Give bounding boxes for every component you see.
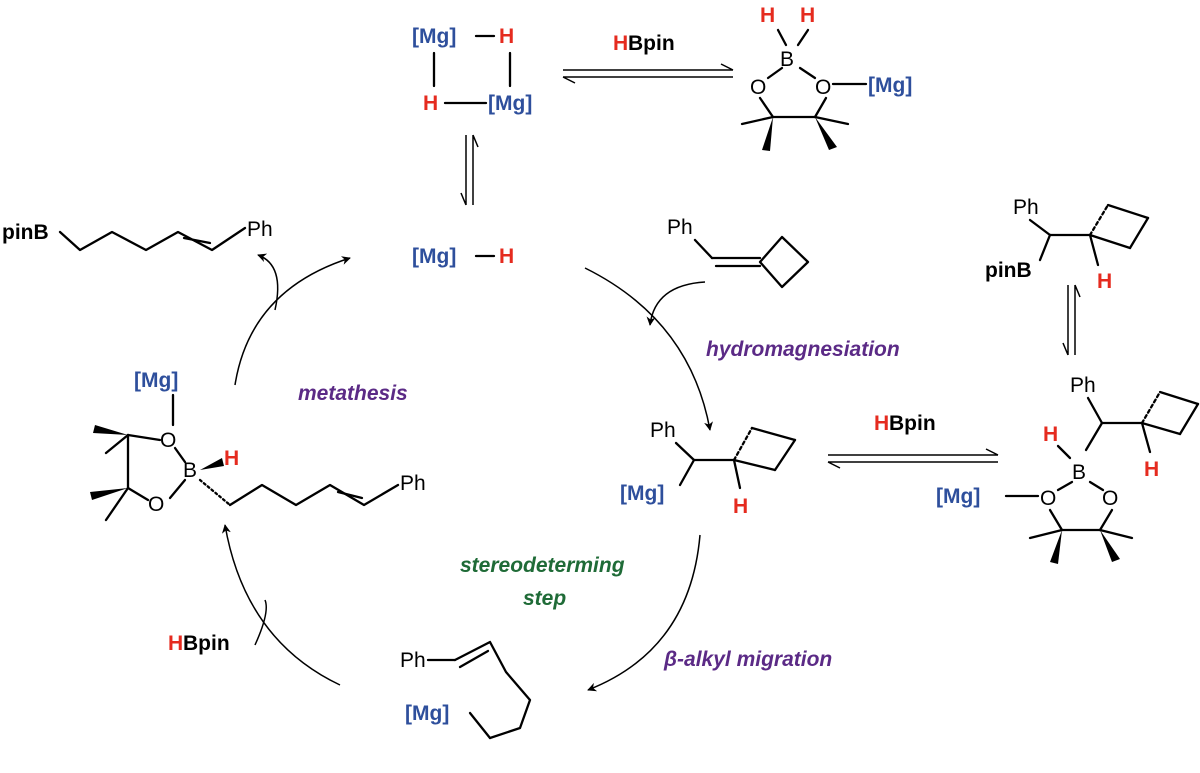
arrow-beta-alkyl bbox=[587, 534, 701, 692]
alkyl-borate-complex: Ph H H B O O [Mg] bbox=[936, 374, 1200, 564]
alkylmagnesium-intermediate: Ph [Mg] H bbox=[620, 419, 797, 518]
offcycle-pinb: pinB bbox=[985, 259, 1032, 282]
arrow-substrate-entry bbox=[646, 281, 706, 326]
catalyst-mg: [Mg] bbox=[412, 245, 456, 268]
lborate-b: B bbox=[183, 459, 197, 482]
hbpin-top-bpin: Bpin bbox=[628, 32, 675, 55]
borate-h-right: H bbox=[800, 4, 815, 27]
arrow-hbpin-entry bbox=[254, 599, 267, 646]
label-metathesis: metathesis bbox=[298, 382, 408, 405]
dimer-h-top: H bbox=[499, 25, 514, 48]
hbpin-top-h: H bbox=[613, 32, 628, 55]
arrow-hydromagnesiation bbox=[584, 267, 713, 431]
benzylidenecyclobutane-substrate: Ph bbox=[667, 216, 810, 289]
rborate-h-left: H bbox=[1043, 423, 1058, 446]
alkenyl-boronate-product: pinB Ph bbox=[2, 218, 273, 252]
alkylmg-mg: [Mg] bbox=[620, 482, 664, 505]
arrow-product-release bbox=[257, 253, 279, 311]
lborate-h: H bbox=[224, 447, 239, 470]
equilibrium-arrow-vertical-left bbox=[460, 134, 479, 206]
lborate-ph: Ph bbox=[400, 472, 426, 495]
rborate-o-right: O bbox=[1102, 487, 1118, 510]
arrow-to-borate bbox=[221, 524, 341, 686]
rborate-o-left: O bbox=[1040, 487, 1056, 510]
catalyst-h: H bbox=[499, 245, 514, 268]
arrow-metathesis bbox=[234, 256, 351, 386]
rborate-h-right: H bbox=[1144, 458, 1159, 481]
step-labels: hydromagnesiation metathesis stereodeter… bbox=[298, 338, 900, 671]
label-hydromagnesiation: hydromagnesiation bbox=[706, 338, 900, 361]
rborate-mg: [Mg] bbox=[936, 485, 980, 508]
equilibrium-arrow-top: H Bpin bbox=[562, 32, 734, 84]
offcycle-ph: Ph bbox=[1013, 196, 1039, 219]
borate-b: B bbox=[780, 48, 794, 71]
dihydroborate-complex: H H B O O [Mg] bbox=[740, 4, 912, 151]
substrate-ph: Ph bbox=[667, 216, 693, 239]
offcycle-h: H bbox=[1097, 270, 1112, 293]
hbpin-bottom-bpin: Bpin bbox=[183, 632, 230, 655]
borate-mg: [Mg] bbox=[868, 74, 912, 97]
ring-opened-ph: Ph bbox=[400, 649, 426, 672]
alkenylmagnesium-intermediate: Ph [Mg] bbox=[400, 640, 532, 740]
rborate-ph: Ph bbox=[1070, 374, 1096, 397]
equilibrium-arrow-middle-right: H Bpin bbox=[827, 412, 999, 469]
dimer-h-bottom: H bbox=[423, 92, 438, 115]
borate-o-left: O bbox=[750, 76, 766, 99]
label-stereodetermining-line2: step bbox=[523, 587, 566, 610]
rborate-b: B bbox=[1072, 461, 1086, 484]
product-pinb: pinB bbox=[2, 221, 49, 244]
alkylmg-h: H bbox=[733, 495, 748, 518]
magnesium-hydride-dimer: [Mg] H H [Mg] bbox=[412, 25, 532, 115]
hbpin-mid-bpin: Bpin bbox=[889, 412, 936, 435]
lborate-mg: [Mg] bbox=[134, 369, 178, 392]
hbpin-bottom-h: H bbox=[168, 632, 183, 655]
borate-o-right: O bbox=[815, 76, 831, 99]
ring-opened-mg: [Mg] bbox=[405, 702, 449, 725]
alkylboronate-off-cycle-product: Ph pinB H bbox=[985, 196, 1150, 293]
metathesis-borate-complex: [Mg] O O B H Ph bbox=[90, 369, 426, 522]
hbpin-mid-h: H bbox=[874, 412, 889, 435]
product-ph: Ph bbox=[247, 218, 273, 241]
hbpin-reagent-bottom: H Bpin bbox=[168, 632, 230, 655]
label-stereodetermining-line1: stereodeterming bbox=[460, 554, 625, 577]
cycle-arrows bbox=[221, 253, 713, 692]
dimer-mg-bottom: [Mg] bbox=[488, 92, 532, 115]
borate-h-left: H bbox=[760, 4, 775, 27]
magnesium-hydride-catalyst: [Mg] H bbox=[412, 245, 514, 268]
alkylmg-ph: Ph bbox=[650, 419, 676, 442]
equilibrium-arrow-vertical-right bbox=[1062, 284, 1081, 356]
lborate-o-bottom: O bbox=[148, 493, 164, 516]
lborate-o-top: O bbox=[160, 429, 176, 452]
dimer-mg-top: [Mg] bbox=[412, 25, 456, 48]
label-beta-alkyl-migration: β-alkyl migration bbox=[663, 648, 832, 671]
